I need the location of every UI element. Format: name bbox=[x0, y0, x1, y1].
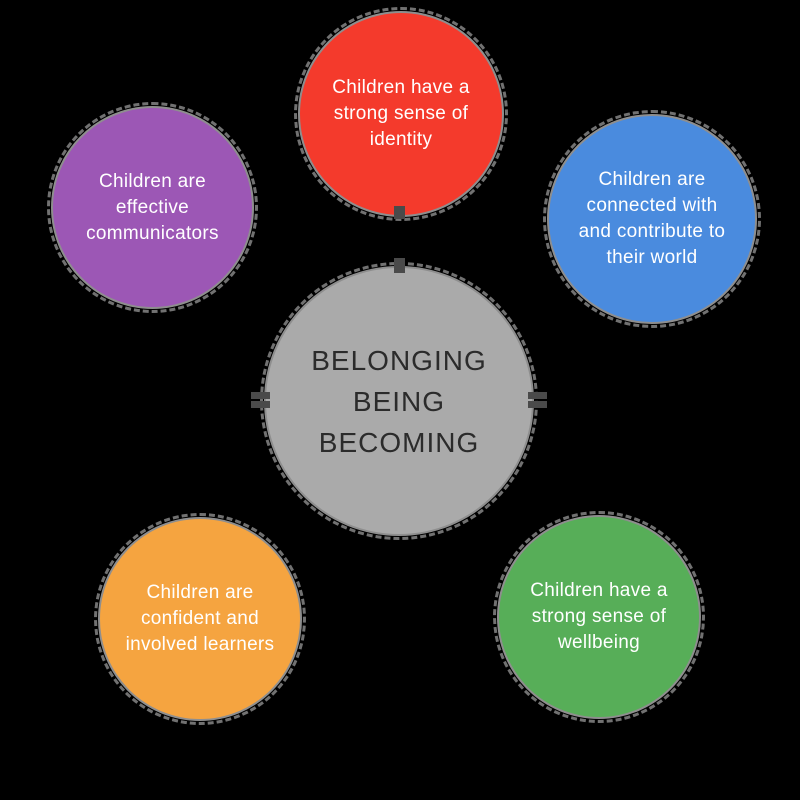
center-text-line: BEING bbox=[352, 385, 446, 417]
center-text-line: BECOMING bbox=[318, 426, 480, 458]
outcome-communicators-text: Children are effective communicators bbox=[65, 169, 240, 247]
connector-stub-left-lower bbox=[251, 401, 270, 408]
connector-stub-left-upper bbox=[251, 392, 270, 399]
connector-stub-top-lower bbox=[394, 258, 405, 273]
outcome-learners-text: Children are confident and involved lear… bbox=[112, 580, 288, 658]
outcome-text-line: wellbeing bbox=[558, 632, 640, 653]
outcome-identity-text: Children have a strong sense of identity bbox=[312, 75, 490, 153]
connector-stub-top-upper bbox=[394, 206, 405, 219]
outcome-circle-learners: Children are confident and involved lear… bbox=[94, 513, 306, 725]
outcome-text-line: strong sense of bbox=[531, 606, 667, 627]
outcome-text-line: and contribute to bbox=[578, 221, 726, 242]
connector-stub-right-lower bbox=[528, 401, 547, 408]
center-text-line: BELONGING bbox=[311, 344, 487, 376]
connector-stub-right-upper bbox=[528, 392, 547, 399]
outcome-text-line: strong sense of bbox=[333, 103, 469, 124]
outcome-text-line: Children have a bbox=[332, 77, 470, 98]
outcome-circle-identity: Children have a strong sense of identity bbox=[294, 7, 508, 221]
outcome-circle-wellbeing: Children have a strong sense of wellbein… bbox=[493, 511, 705, 723]
outcome-text-line: their world bbox=[606, 247, 698, 268]
outcome-text-line: Children are bbox=[598, 169, 706, 190]
outcome-text-line: effective bbox=[115, 196, 190, 218]
outcome-circle-connected-world: Children are connected with and contribu… bbox=[543, 110, 761, 328]
outcome-text-line: communicators bbox=[86, 222, 219, 244]
outcome-text-line: identity bbox=[369, 129, 433, 150]
outcome-text-line: Children are bbox=[146, 582, 254, 603]
outcome-text-line: involved learners bbox=[125, 634, 275, 655]
outcome-connected-text: Children are connected with and contribu… bbox=[561, 167, 742, 271]
center-circle: BELONGING BEING BECOMING bbox=[260, 262, 538, 540]
outcome-text-line: confident and bbox=[141, 608, 259, 629]
outcome-text-line: Children are bbox=[98, 170, 207, 192]
outcome-wellbeing-text: Children have a strong sense of wellbein… bbox=[511, 578, 687, 656]
center-text: BELONGING BEING BECOMING bbox=[274, 340, 524, 463]
outcome-circle-communicators: Children are effective communicators bbox=[47, 102, 258, 313]
outcome-text-line: connected with bbox=[586, 195, 718, 216]
outcome-text-line: Children have a bbox=[530, 580, 668, 601]
